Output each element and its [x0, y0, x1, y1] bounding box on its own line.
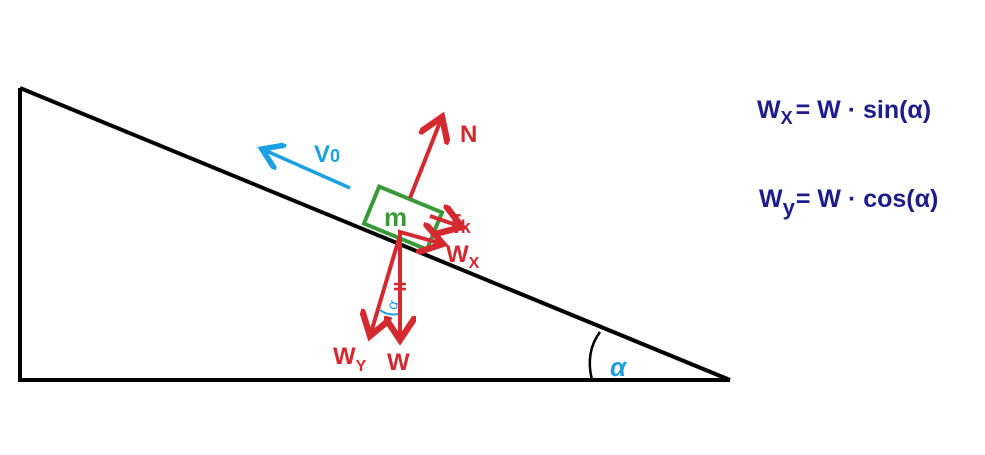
- formula-wx: WX= W · sin(α): [757, 96, 931, 128]
- weight-x-arrow: [398, 232, 443, 244]
- friction-force-label: fk: [452, 209, 472, 239]
- block-mass-label: m: [384, 202, 407, 232]
- weight-y-arrow: [370, 234, 402, 336]
- incline-triangle: [18, 86, 731, 382]
- weight-x-label: WX: [446, 241, 480, 272]
- velocity-arrow: [262, 149, 351, 190]
- angle-arc: [588, 331, 602, 381]
- weight-y-label: WY: [333, 343, 367, 375]
- angle-label: α: [610, 352, 628, 382]
- velocity-label: V0: [314, 141, 340, 168]
- normal-force-label: N: [460, 121, 477, 148]
- normal-force-arrow: [408, 117, 442, 199]
- inner-angle-arc: [379, 309, 399, 316]
- friction-force-arrow: [429, 216, 462, 227]
- weight-label: W: [387, 349, 410, 376]
- formula-wy: Wy= W · cos(α): [759, 185, 938, 220]
